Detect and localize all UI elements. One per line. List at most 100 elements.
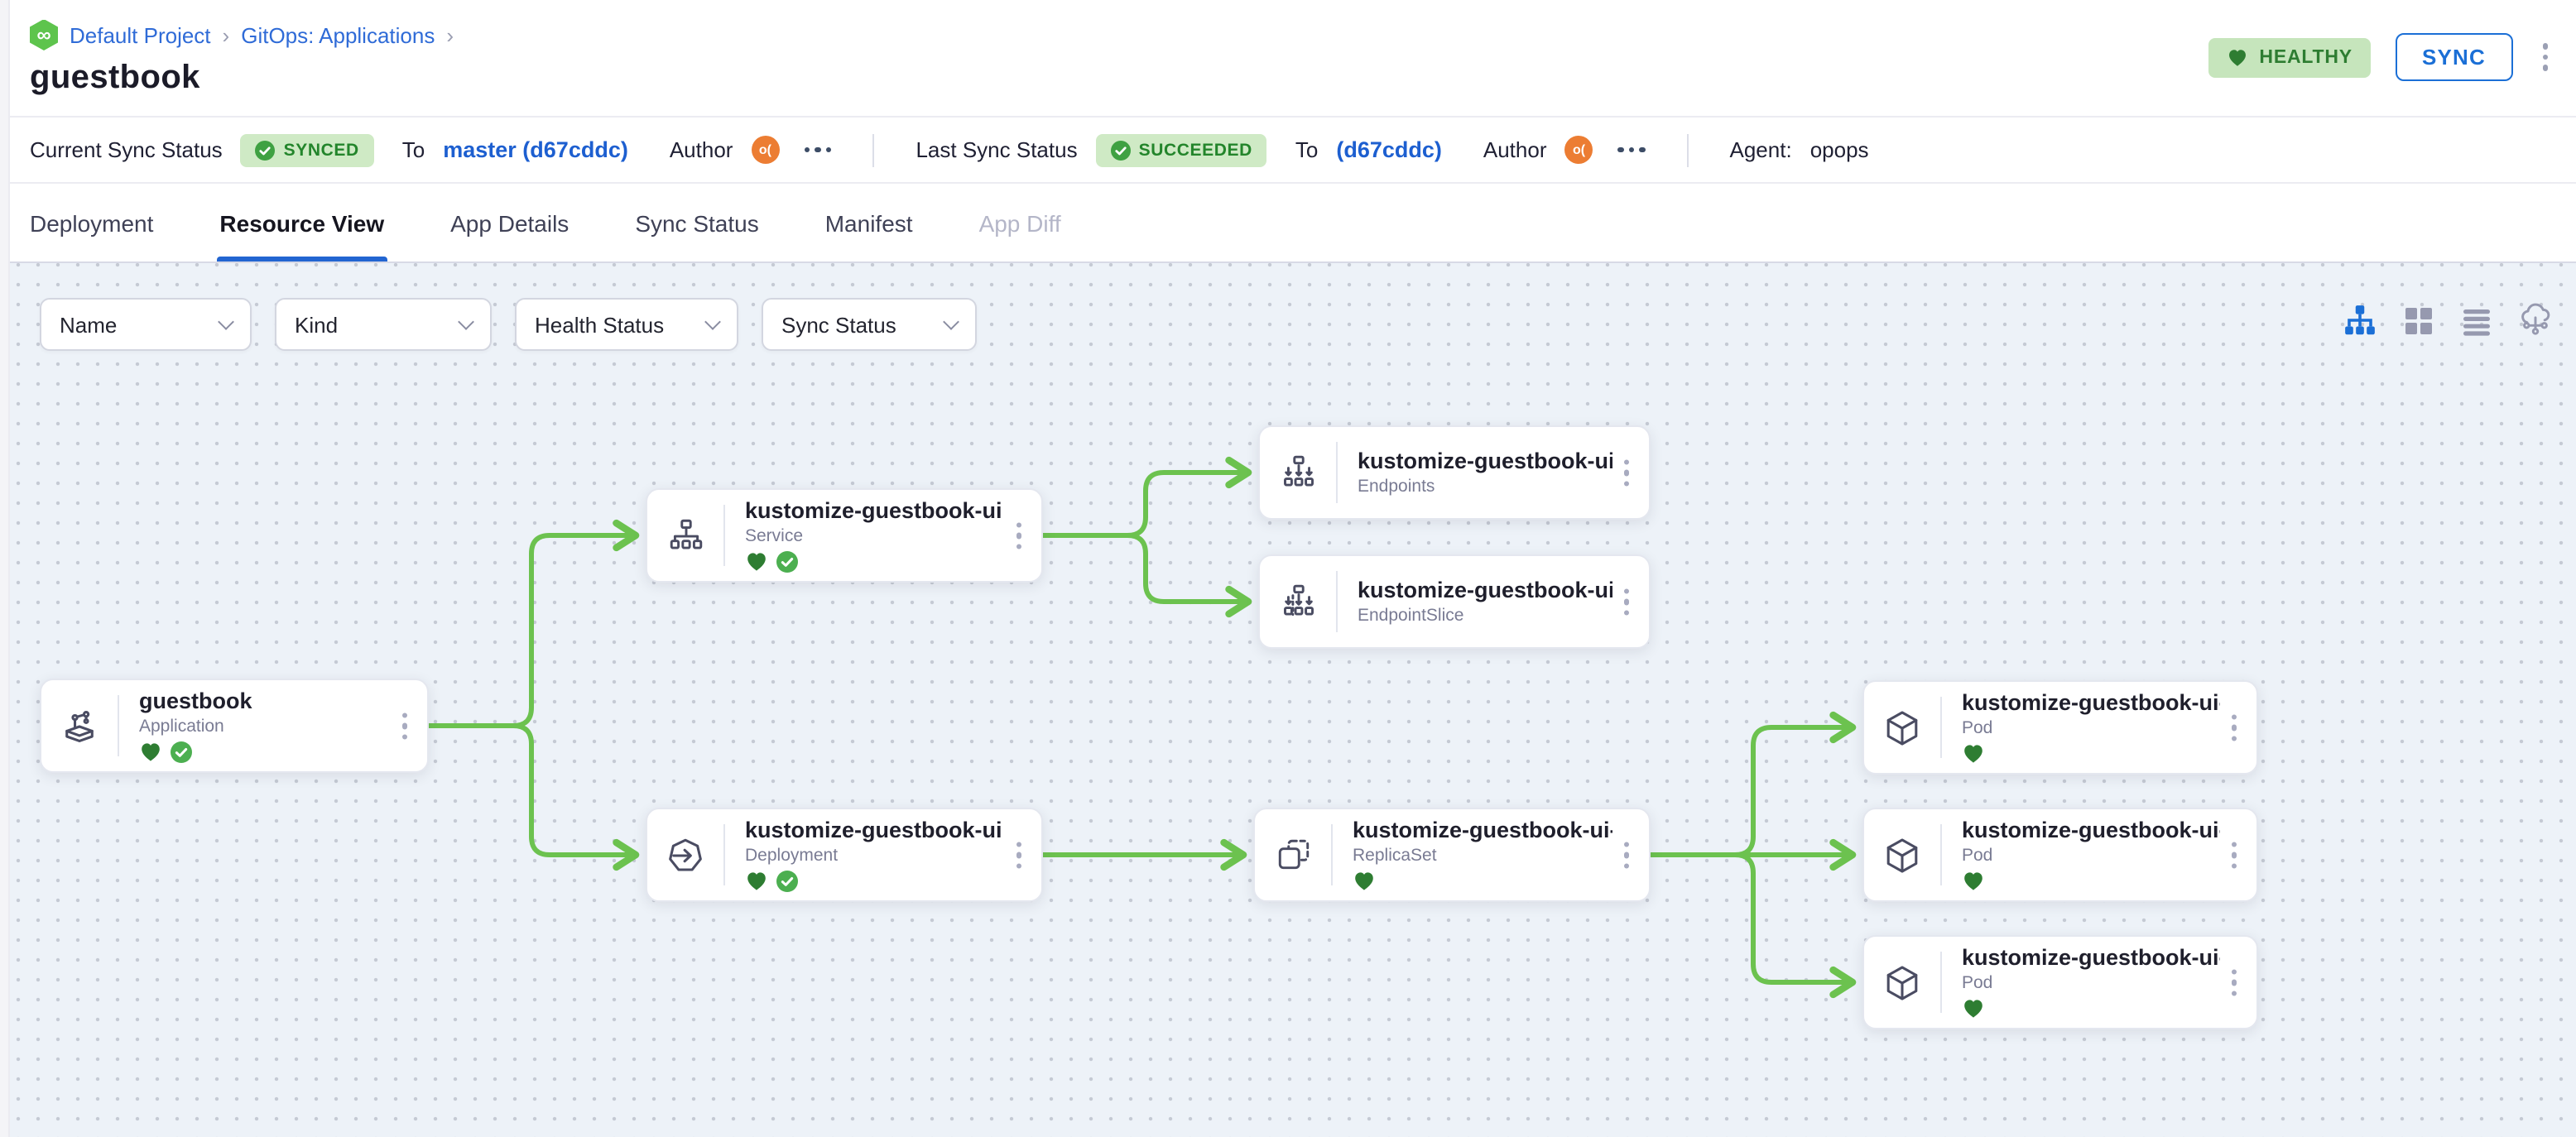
healthy-heart-icon bbox=[1964, 1000, 1982, 1018]
check-circle-icon bbox=[255, 140, 276, 160]
node-kind: Deployment bbox=[745, 846, 839, 866]
to-label: To bbox=[401, 137, 425, 162]
node-kebab-menu-icon[interactable] bbox=[1618, 837, 1634, 874]
filter-bar: Name Kind Health Status Sync Status bbox=[40, 298, 977, 351]
more-options-icon[interactable] bbox=[804, 146, 832, 153]
node-kebab-menu-icon[interactable] bbox=[2226, 709, 2242, 746]
service-icon bbox=[647, 490, 723, 581]
agent-value: opops bbox=[1809, 137, 1869, 162]
divider bbox=[872, 133, 875, 166]
filter-dropdown-name[interactable]: Name bbox=[40, 298, 252, 351]
replicaset-icon bbox=[1255, 809, 1331, 900]
node-kind: Endpoints bbox=[1358, 477, 1435, 497]
sync-status-bar: Current Sync Status SYNCED To master (d6… bbox=[0, 118, 2576, 184]
page-header: ∞ Default Project › GitOps: Applications… bbox=[0, 0, 2576, 118]
node-kind: EndpointSlice bbox=[1358, 606, 1464, 626]
edge-service-to-endpoints bbox=[1040, 456, 1252, 538]
divider bbox=[1336, 442, 1338, 503]
network-view-icon[interactable] bbox=[2518, 303, 2553, 338]
edge-guestbook-to-service bbox=[426, 519, 640, 728]
node-title: kustomize-guestbook-ui-... bbox=[1962, 945, 2220, 970]
chevron-down-icon bbox=[704, 313, 721, 329]
edge-service-to-endpointslice bbox=[1040, 533, 1252, 618]
node-status-icons bbox=[745, 871, 1005, 892]
tree-view-icon[interactable] bbox=[2343, 303, 2377, 338]
node-status-icons bbox=[1962, 871, 2220, 892]
resource-tree-canvas[interactable]: guestbook Application kustomize-guestboo… bbox=[0, 263, 2576, 1137]
resource-node-guestbook[interactable]: guestbook Application bbox=[40, 679, 429, 773]
node-title: kustomize-guestbook-ui-... bbox=[1962, 690, 2220, 715]
divider bbox=[1940, 952, 1942, 1013]
node-status-icons bbox=[1962, 998, 2220, 1019]
node-kebab-menu-icon[interactable] bbox=[1618, 454, 1634, 492]
node-kind: Pod bbox=[1962, 973, 1993, 993]
node-title: kustomize-guestbook-ui bbox=[745, 818, 1002, 842]
node-status-icons bbox=[1353, 871, 1612, 892]
node-title: kustomize-guestbook-ui bbox=[1358, 449, 1612, 473]
breadcrumb-section[interactable]: GitOps: Applications bbox=[241, 22, 435, 47]
resource-node-pod3[interactable]: kustomize-guestbook-ui-... Pod bbox=[1862, 935, 2258, 1029]
tab-app-diff: App Diff bbox=[978, 209, 1061, 236]
resource-node-pod1[interactable]: kustomize-guestbook-ui-... Pod bbox=[1862, 680, 2258, 775]
synced-check-icon bbox=[776, 551, 798, 573]
tab-sync-status[interactable]: Sync Status bbox=[635, 209, 759, 236]
endpoints-icon bbox=[1260, 427, 1336, 518]
last-sync-status-label: Last Sync Status bbox=[916, 137, 1078, 162]
node-kebab-menu-icon[interactable] bbox=[2226, 837, 2242, 874]
healthy-heart-icon bbox=[1964, 745, 1982, 763]
resource-node-replicaset[interactable]: kustomize-guestbook-ui-... ReplicaSet bbox=[1253, 808, 1651, 902]
node-kind: Service bbox=[745, 526, 804, 546]
node-kebab-menu-icon[interactable] bbox=[1011, 517, 1026, 554]
current-revision-link[interactable]: master (d67cddc) bbox=[443, 137, 628, 162]
heart-icon bbox=[2228, 49, 2246, 65]
tab-manifest[interactable]: Manifest bbox=[824, 209, 913, 236]
filter-label: Health Status bbox=[535, 312, 665, 337]
divider bbox=[118, 695, 119, 756]
node-kebab-menu-icon[interactable] bbox=[1618, 583, 1634, 621]
resource-node-pod2[interactable]: kustomize-guestbook-ui-... Pod bbox=[1862, 808, 2258, 902]
author-label: Author bbox=[669, 137, 733, 162]
resource-node-service[interactable]: kustomize-guestbook-ui Service bbox=[646, 488, 1043, 583]
pod-icon bbox=[1864, 809, 1940, 900]
healthy-heart-icon bbox=[1964, 872, 1982, 890]
grid-view-icon[interactable] bbox=[2402, 304, 2435, 337]
more-options-icon[interactable] bbox=[1617, 146, 1646, 153]
last-revision-link[interactable]: (d67cddc) bbox=[1336, 137, 1442, 162]
health-status-badge: HEALTHY bbox=[2208, 37, 2371, 77]
author-label: Author bbox=[1483, 137, 1547, 162]
divider bbox=[1331, 824, 1333, 885]
resource-node-endpointslice[interactable]: kustomize-guestbook-ui-... EndpointSlice bbox=[1258, 554, 1651, 649]
synced-badge: SYNCED bbox=[240, 133, 374, 166]
filter-dropdown-health-status[interactable]: Health Status bbox=[515, 298, 738, 351]
resource-node-endpoints[interactable]: kustomize-guestbook-ui Endpoints bbox=[1258, 425, 1651, 520]
tab-deployment[interactable]: Deployment bbox=[30, 209, 154, 236]
resource-node-deployment[interactable]: kustomize-guestbook-ui Deployment bbox=[646, 808, 1043, 902]
tab-resource-view[interactable]: Resource View bbox=[216, 184, 388, 261]
header-kebab-menu-icon[interactable] bbox=[2537, 39, 2553, 76]
endpointslice-icon bbox=[1260, 556, 1336, 647]
synced-check-icon bbox=[171, 741, 192, 763]
chevron-right-icon: › bbox=[222, 22, 230, 47]
succeeded-badge: SUCCEEDED bbox=[1095, 133, 1267, 166]
tab-app-details[interactable]: App Details bbox=[450, 209, 570, 236]
node-kind: Pod bbox=[1962, 718, 1993, 738]
sync-button[interactable]: SYNC bbox=[2395, 33, 2512, 81]
divider bbox=[1686, 133, 1689, 166]
breadcrumb-project[interactable]: Default Project bbox=[70, 22, 211, 47]
edges-layer bbox=[426, 456, 1857, 999]
node-kebab-menu-icon[interactable] bbox=[2226, 964, 2242, 1001]
list-view-icon[interactable] bbox=[2460, 304, 2493, 337]
node-kind: ReplicaSet bbox=[1353, 846, 1437, 866]
node-kebab-menu-icon[interactable] bbox=[396, 708, 412, 745]
agent-label: Agent: bbox=[1729, 137, 1792, 162]
node-title: kustomize-guestbook-ui-... bbox=[1962, 818, 2220, 842]
filter-dropdown-sync-status[interactable]: Sync Status bbox=[762, 298, 977, 351]
application-icon bbox=[41, 680, 118, 771]
filter-dropdown-kind[interactable]: Kind bbox=[275, 298, 492, 351]
node-title: guestbook bbox=[139, 688, 252, 713]
view-mode-switcher bbox=[2343, 303, 2553, 338]
page-title: guestbook bbox=[30, 60, 200, 96]
collapsed-left-rail bbox=[0, 0, 10, 1137]
current-sync-status-label: Current Sync Status bbox=[30, 137, 223, 162]
node-kebab-menu-icon[interactable] bbox=[1011, 837, 1026, 874]
